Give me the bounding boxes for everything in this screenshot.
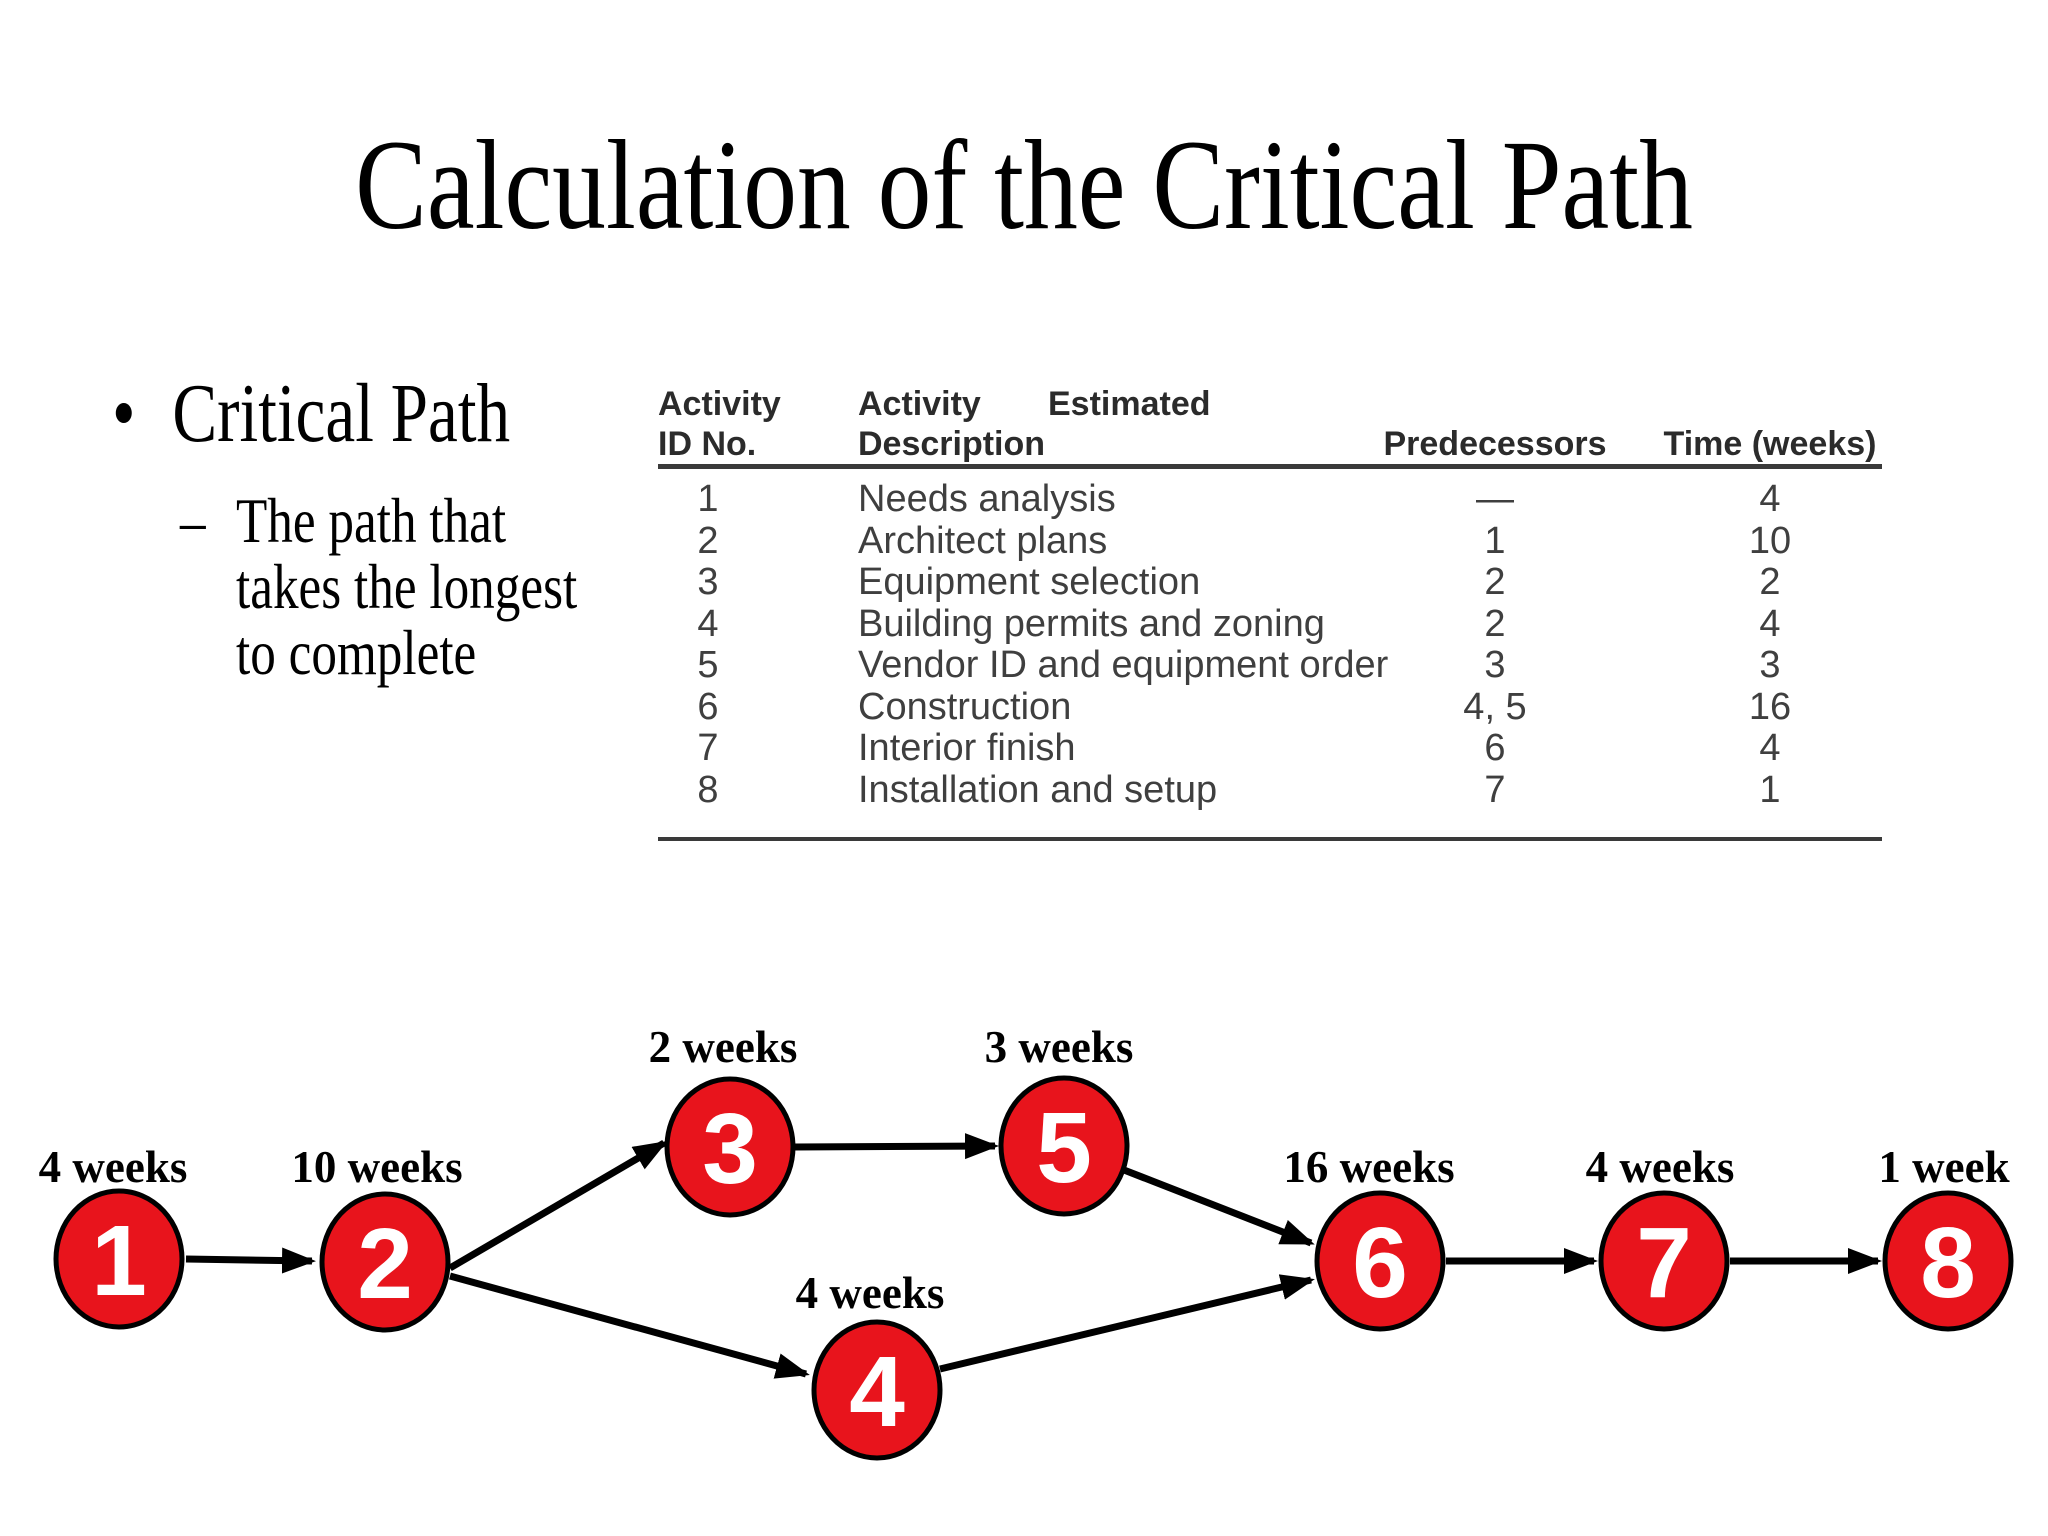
cell-predecessors: 1 <box>1484 519 1506 562</box>
diagram-node-4: 4 4 weeks <box>796 1268 945 1461</box>
table-header-rule <box>658 464 1882 469</box>
cell-time: 10 <box>1748 519 1792 562</box>
node-number-5: 5 <box>1036 1092 1092 1204</box>
node-number-1: 1 <box>91 1205 147 1317</box>
node-number-8: 8 <box>1920 1207 1976 1319</box>
cell-description: Interior finish <box>858 727 1076 769</box>
node-number-3: 3 <box>702 1093 758 1205</box>
cell-predecessors: 7 <box>1484 768 1506 811</box>
cell-time: 16 <box>1748 685 1792 728</box>
node-circle-1 <box>53 1188 185 1330</box>
table-row: 8 Installation and setup 7 1 <box>650 769 1890 811</box>
node-duration-label-2: 10 weeks <box>291 1142 462 1192</box>
cell-time: 4 <box>1759 478 1781 520</box>
table-row: 1 Needs analysis — 4 <box>650 478 1890 520</box>
cell-description: Building permits and zoning <box>858 602 1325 645</box>
sub-bullet-line: takes the longest <box>236 551 578 622</box>
node-number-2: 2 <box>357 1208 413 1320</box>
node-circle-6 <box>1314 1190 1446 1332</box>
diagram-edge-4-6 <box>939 1274 1315 1373</box>
diagram-edge-2-3 <box>448 1139 668 1272</box>
cell-activity-id: 8 <box>697 768 719 811</box>
node-duration-label-8: 1 week <box>1878 1142 2009 1192</box>
node-duration-label-7: 4 weeks <box>1586 1142 1735 1192</box>
node-circle-8 <box>1882 1190 2014 1332</box>
table-row: 3 Equipment selection 2 2 <box>650 561 1890 603</box>
node-duration-label-6: 16 weeks <box>1283 1142 1454 1192</box>
node-circle-4 <box>811 1319 943 1461</box>
page-title: Calculation of the Critical Path <box>355 114 1693 256</box>
diagram-node-1: 1 4 weeks <box>39 1142 188 1330</box>
cell-predecessors: 3 <box>1484 644 1506 686</box>
cell-activity-id: 4 <box>697 602 719 645</box>
cell-description: Needs analysis <box>858 478 1116 520</box>
header-estimated: Estimated <box>1048 385 1211 423</box>
cell-activity-id: 1 <box>697 478 719 520</box>
cell-predecessors: 4, 5 <box>1463 685 1527 728</box>
diagram-node-5: 5 3 weeks <box>985 1022 1134 1217</box>
cell-activity-id: 2 <box>697 519 719 562</box>
node-number-7: 7 <box>1636 1207 1692 1319</box>
header-predecessors: Predecessors <box>1383 425 1607 463</box>
diagram-edge-3-5 <box>794 1133 999 1160</box>
cell-activity-id: 5 <box>697 644 719 686</box>
sub-bullet-dash: – <box>180 485 206 556</box>
header-activity-id-line1: Activity <box>658 385 781 423</box>
cell-predecessors: 2 <box>1484 602 1506 645</box>
table-row: 7 Interior finish 6 4 <box>650 727 1890 769</box>
header-time-weeks: Time (weeks) <box>1663 425 1877 463</box>
cell-description: Architect plans <box>858 519 1108 562</box>
diagram-edge-2-4 <box>449 1272 810 1379</box>
header-activity-id-line2: ID No. <box>658 425 757 463</box>
table-row: 2 Architect plans 1 10 <box>650 520 1890 562</box>
bullet-marker: • <box>112 367 136 460</box>
cell-predecessors: 2 <box>1484 561 1506 603</box>
cell-time: 3 <box>1759 644 1781 686</box>
cell-description: Construction <box>858 685 1072 728</box>
cell-time: 2 <box>1759 561 1781 603</box>
diagram-node-8: 8 1 week <box>1878 1142 2014 1332</box>
cell-description: Vendor ID and equipment order <box>858 644 1389 686</box>
node-duration-label-1: 4 weeks <box>39 1142 188 1192</box>
cell-time: 1 <box>1759 768 1781 811</box>
cell-description: Installation and setup <box>858 768 1218 811</box>
activity-table: Activity ID No. Activity Description Est… <box>650 378 1890 853</box>
cell-activity-id: 6 <box>697 685 719 728</box>
diagram-node-3: 3 2 weeks <box>649 1022 798 1218</box>
header-description-line2: Description <box>858 425 1046 463</box>
node-number-6: 6 <box>1352 1207 1408 1319</box>
diagram-edge-1-2 <box>185 1247 316 1274</box>
node-circle-5 <box>998 1075 1130 1217</box>
table-row: 4 Building permits and zoning 2 4 <box>650 603 1890 645</box>
table-row: 5 Vendor ID and equipment order 3 3 <box>650 644 1890 686</box>
bullet-critical-path: • Critical Path <box>112 372 510 456</box>
node-number-4: 4 <box>849 1336 905 1448</box>
cell-description: Equipment selection <box>858 561 1201 603</box>
cell-predecessors: 6 <box>1484 727 1506 769</box>
sub-bullet-line: The path that <box>236 485 507 556</box>
cell-activity-id: 7 <box>697 727 719 769</box>
cell-time: 4 <box>1759 602 1781 645</box>
node-duration-label-4: 4 weeks <box>796 1268 945 1318</box>
sub-bullet-line: to complete <box>236 617 477 688</box>
diagram-node-6: 6 16 weeks <box>1283 1142 1455 1332</box>
table-bottom-rule <box>658 837 1882 841</box>
node-duration-label-3: 2 weeks <box>649 1022 798 1072</box>
table-row: 6 Construction 4, 5 16 <box>650 686 1890 728</box>
diagram-node-2: 2 10 weeks <box>291 1142 463 1333</box>
cell-time: 4 <box>1759 727 1781 769</box>
diagram-node-7: 7 4 weeks <box>1586 1142 1735 1332</box>
cell-predecessors: — <box>1476 478 1514 520</box>
header-description-line1: Activity <box>858 385 981 423</box>
node-circle-2 <box>319 1191 451 1333</box>
cell-activity-id: 3 <box>697 561 719 603</box>
diagram-edge-5-6 <box>1122 1166 1315 1247</box>
node-circle-7 <box>1598 1190 1730 1332</box>
bullet-text: Critical Path <box>172 367 511 460</box>
node-duration-label-5: 3 weeks <box>985 1022 1134 1072</box>
node-circle-3 <box>664 1076 796 1218</box>
